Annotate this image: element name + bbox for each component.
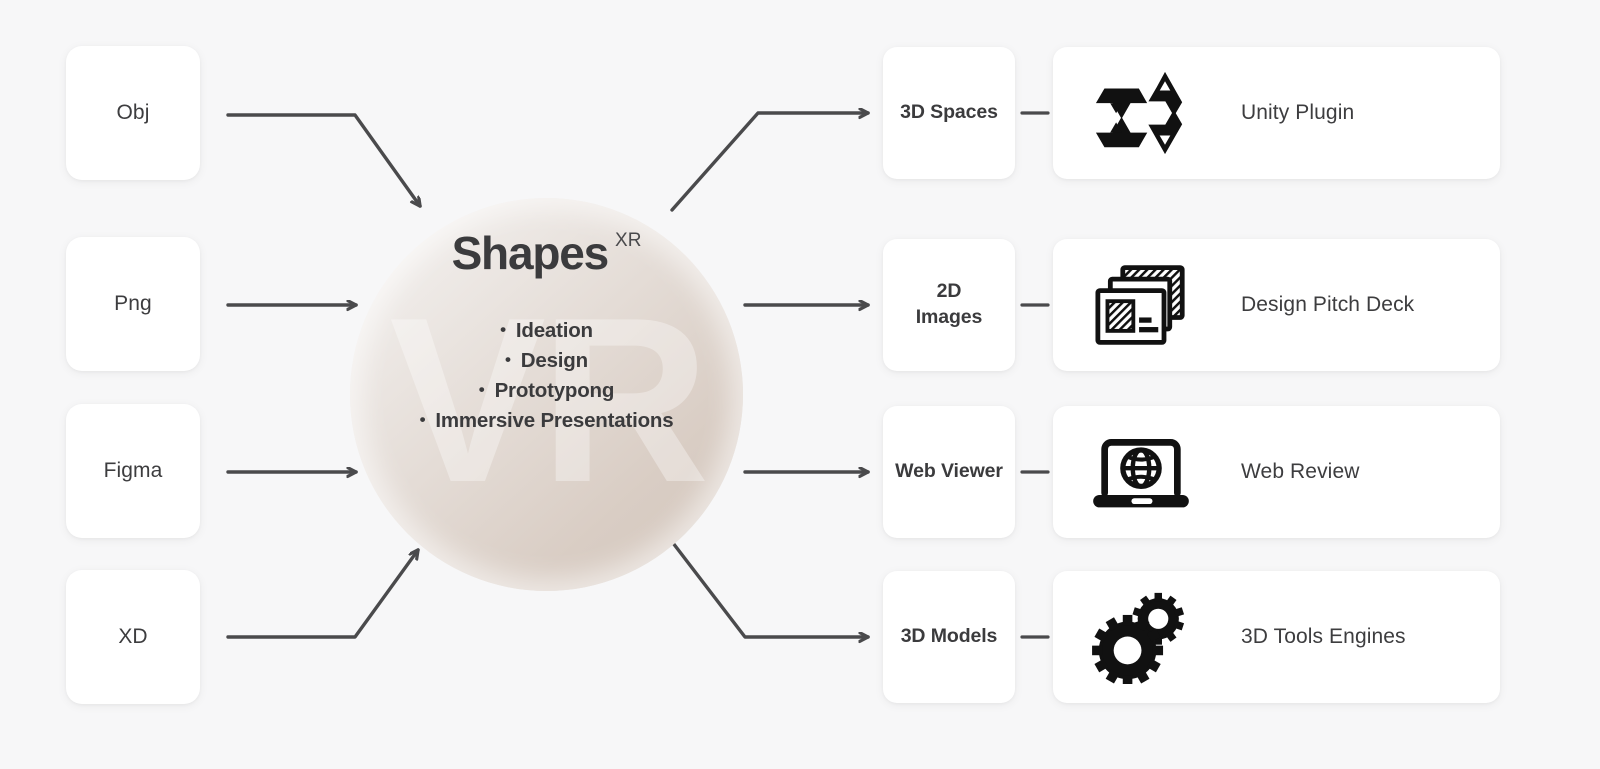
hub-feature-item: • Prototypong (350, 376, 743, 406)
hub-feature-item: • Design (350, 346, 743, 376)
input-card-label: XD (118, 625, 148, 648)
slide-deck-icon (1089, 257, 1193, 353)
hub-feature-item: • Ideation (350, 316, 743, 346)
arrow-hub-to-3d-spaces (670, 113, 868, 212)
output-type-card-2d-images[interactable]: 2D Images (883, 239, 1015, 371)
destination-card-3d-tools-engines[interactable]: 3D Tools Engines (1053, 571, 1500, 703)
input-card-obj[interactable]: Obj (66, 46, 200, 180)
output-type-card-3d-models[interactable]: 3D Models (883, 571, 1015, 703)
hub-feature-item: • Immersive Presentations (350, 406, 743, 436)
input-card-label: Figma (103, 459, 163, 482)
hub-feature-list: •Ideation •Design •Prototypong •Immersiv… (350, 316, 743, 436)
unity-cube-icon (1089, 65, 1193, 161)
vr-watermark: VR (389, 268, 709, 531)
hub-title: Shapes XR (452, 226, 642, 280)
input-card-png[interactable]: Png (66, 237, 200, 371)
destination-card-label: Web Review (1241, 460, 1360, 483)
destination-card-web-review[interactable]: Web Review (1053, 406, 1500, 538)
bullet-icon: • (500, 320, 506, 339)
output-type-card-3d-spaces[interactable]: 3D Spaces (883, 47, 1015, 179)
hub-title-superscript: XR (615, 230, 642, 251)
bullet-icon: • (478, 379, 485, 399)
hub-feature-label: Ideation (515, 319, 593, 342)
input-card-label: Obj (116, 101, 150, 124)
output-type-label: 3D Spaces (900, 101, 998, 124)
destination-card-label: 3D Tools Engines (1241, 625, 1406, 648)
gears-icon (1089, 589, 1193, 685)
hub-feature-label: Design (520, 348, 588, 372)
output-type-label: Web Viewer (895, 460, 1003, 483)
destination-card-design-pitch-deck[interactable]: Design Pitch Deck (1053, 239, 1500, 371)
output-type-label-line2: Images (915, 306, 983, 328)
arrow-hub-to-3d-models (671, 541, 868, 637)
shapesxr-hub: VR Shapes XR •Ideation •Design •Prototyp… (350, 198, 743, 591)
output-type-label: 2D Images (916, 279, 983, 330)
destination-card-label: Design Pitch Deck (1241, 293, 1415, 316)
hub-title-main: Shapes (451, 227, 610, 279)
hub-feature-label: Prototypong (494, 378, 615, 402)
laptop-globe-icon (1089, 424, 1193, 520)
input-card-label: Png (114, 292, 152, 315)
arrow-obj-to-hub (226, 113, 420, 206)
bullet-icon: • (419, 409, 426, 429)
destination-card-unity-plugin[interactable]: Unity Plugin (1053, 47, 1500, 179)
destination-card-label: Unity Plugin (1241, 101, 1355, 124)
output-type-label-line1: 2D (936, 280, 962, 303)
arrow-xd-to-hub (226, 550, 418, 639)
output-type-card-web-viewer[interactable]: Web Viewer (883, 406, 1015, 538)
input-card-figma[interactable]: Figma (66, 404, 200, 538)
output-type-label: 3D Models (900, 625, 998, 648)
bullet-icon: • (505, 349, 511, 369)
input-card-xd[interactable]: XD (66, 570, 200, 704)
hub-feature-label: Immersive Presentations (435, 408, 674, 432)
